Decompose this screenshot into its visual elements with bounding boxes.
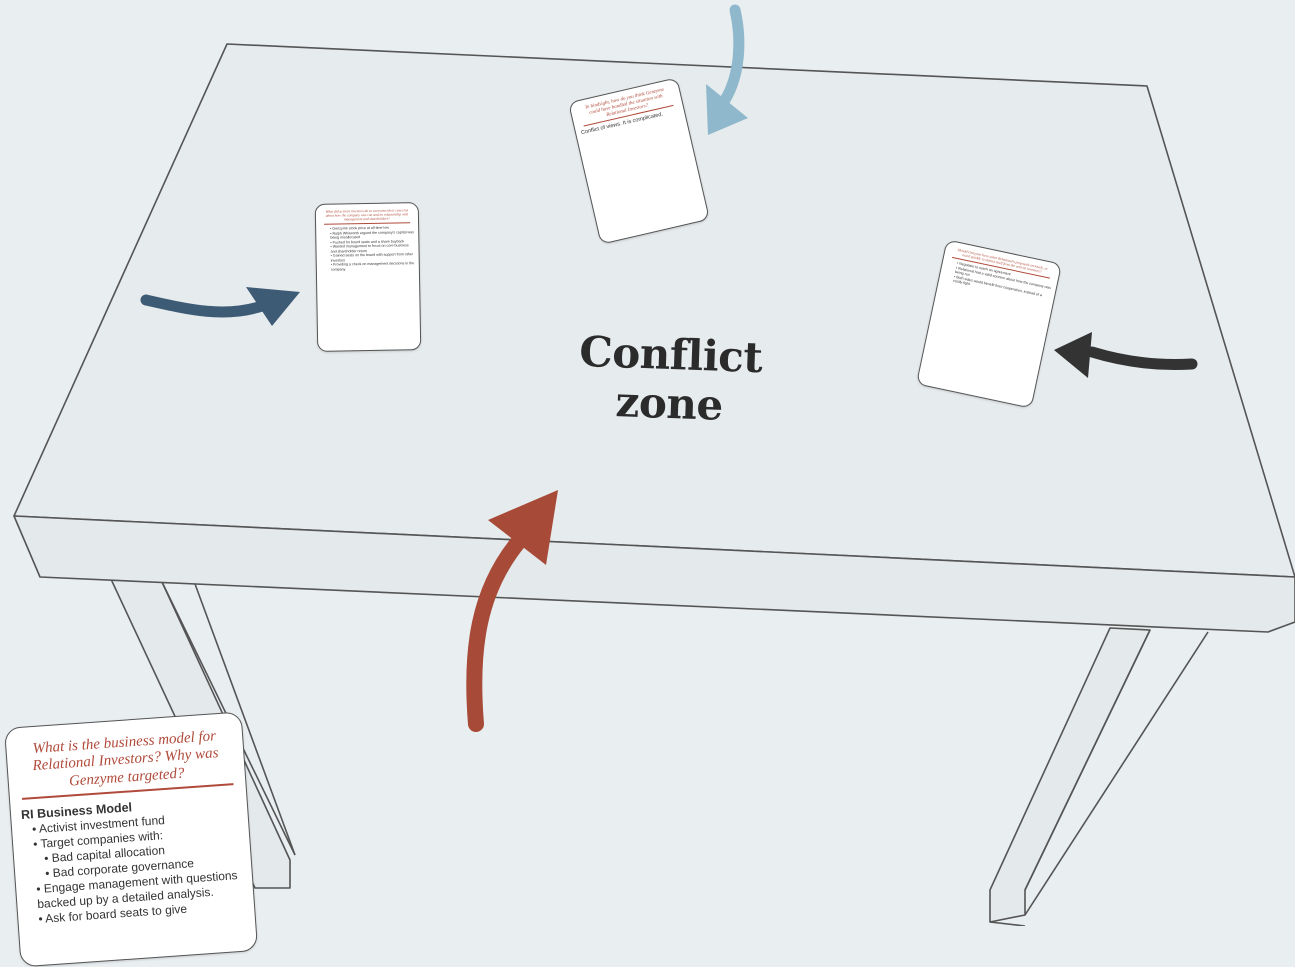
arrow-right [1054,332,1198,378]
card-question: What did activist investors do to overco… [323,208,411,226]
list-item: Providing a check on management decision… [331,261,415,271]
card-answer: Genzyme stock price at all-time low Ralp… [320,226,415,272]
question-card-main[interactable]: What is the business model for Relationa… [4,711,259,967]
card-question: What is the business model for Relationa… [18,727,234,800]
table-top [13,43,1295,578]
arrow-left [140,287,300,326]
card-answer: RI Business Model Activist investment fu… [21,793,245,928]
conflict-zone-title: Conflict zone [578,326,764,430]
arrow-bottom [466,490,558,732]
arrow-top [706,4,748,135]
table-legs [109,576,1209,926]
front-right-leg [989,627,1151,923]
question-card-left[interactable]: What did activist investors do to overco… [314,202,422,352]
table-scene [13,4,1295,926]
table-edge [13,515,1295,633]
